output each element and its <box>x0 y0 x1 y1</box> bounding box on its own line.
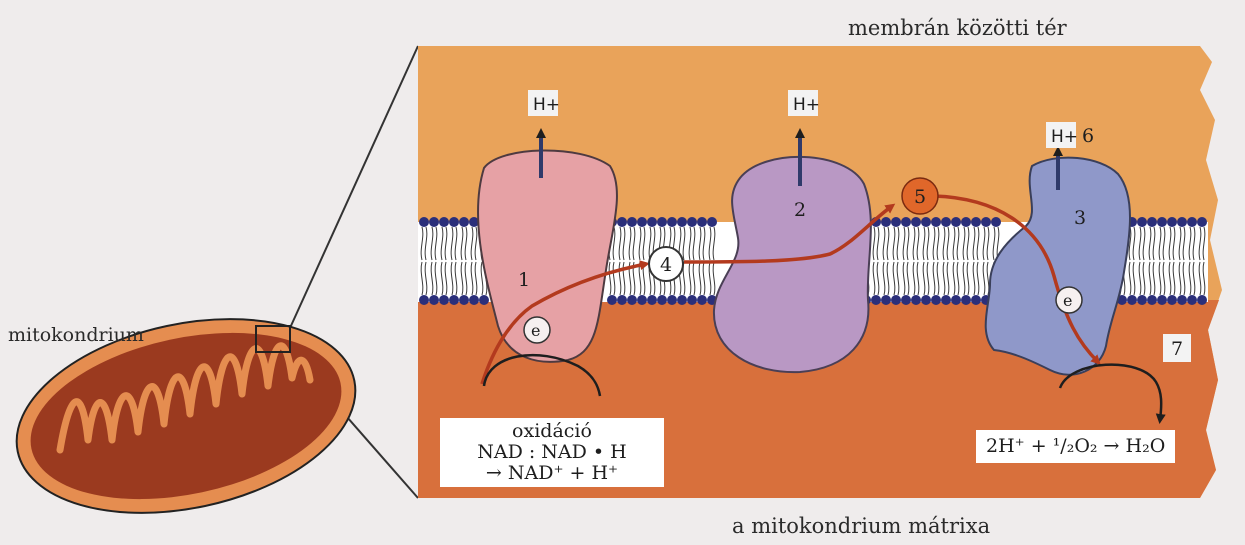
lipid-head <box>1197 295 1207 305</box>
lipid-head <box>1177 217 1187 227</box>
lipid-head <box>627 295 637 305</box>
proton-label-3: H+ <box>1051 127 1078 147</box>
zoom-line-top <box>290 46 418 328</box>
lipid-head <box>1187 295 1197 305</box>
lipid-head <box>697 217 707 227</box>
oxidation-line-1: NAD : NAD • H <box>448 442 656 463</box>
electron-2-label: e <box>1063 291 1072 310</box>
lipid-head <box>707 217 717 227</box>
lipid-head <box>951 217 961 227</box>
lipid-head <box>1197 217 1207 227</box>
lipid-head <box>429 217 439 227</box>
lipid-head <box>637 295 647 305</box>
proton-label-2: H+ <box>793 95 820 115</box>
lipid-head <box>667 217 677 227</box>
lipid-head <box>891 217 901 227</box>
lipid-head <box>439 295 449 305</box>
lipid-head <box>439 217 449 227</box>
carrier-5-label: 5 <box>914 186 926 208</box>
water-equation-box: 2H⁺ + ¹/₂O₂ → H₂O <box>976 430 1175 463</box>
lipid-head <box>429 295 439 305</box>
matrix-label: a mitokondrium mátrixa <box>732 514 990 538</box>
oxidation-box: oxidáció NAD : NAD • H → NAD⁺ + H⁺ <box>440 418 664 487</box>
lipid-head <box>871 295 881 305</box>
carrier-4-label: 4 <box>660 254 672 276</box>
lipid-head <box>941 217 951 227</box>
lipid-head <box>647 295 657 305</box>
lipid-head <box>901 295 911 305</box>
intermembrane-space-label: membrán közötti tér <box>848 16 1067 40</box>
lipid-head <box>419 295 429 305</box>
lipid-head <box>697 295 707 305</box>
lipid-head <box>891 295 901 305</box>
lipid-head <box>469 295 479 305</box>
lipid-head <box>921 217 931 227</box>
lipid-head <box>961 217 971 227</box>
lipid-head <box>1127 295 1137 305</box>
lipid-head <box>1147 295 1157 305</box>
lipid-head <box>931 295 941 305</box>
lipid-head <box>1167 217 1177 227</box>
lipid-head <box>981 217 991 227</box>
lipid-head <box>911 217 921 227</box>
complex-3-label: 3 <box>1074 207 1086 229</box>
lipid-head <box>617 295 627 305</box>
lipid-head <box>941 295 951 305</box>
complex-2 <box>714 157 871 372</box>
lipid-head <box>677 217 687 227</box>
lipid-head <box>1147 217 1157 227</box>
lipid-head <box>991 217 1001 227</box>
lipid-head <box>1137 295 1147 305</box>
lipid-head <box>1177 295 1187 305</box>
lipid-head <box>677 295 687 305</box>
lipid-head <box>459 217 469 227</box>
oxidation-title: oxidáció <box>448 421 656 442</box>
lipid-head <box>901 217 911 227</box>
lipid-head <box>419 217 429 227</box>
lipid-head <box>911 295 921 305</box>
lipid-head <box>449 217 459 227</box>
mitochondrion-label: mitokondrium <box>8 324 144 346</box>
lipid-head <box>449 295 459 305</box>
lipid-head <box>971 295 981 305</box>
lipid-head <box>617 217 627 227</box>
lipid-head <box>1167 295 1177 305</box>
lipid-head <box>951 295 961 305</box>
complex-1-label: 1 <box>518 269 530 291</box>
complex-2-label: 2 <box>794 199 806 221</box>
lipid-head <box>459 295 469 305</box>
electron-1-label: e <box>531 321 540 340</box>
marker-7-label: 7 <box>1171 338 1183 360</box>
lipid-head <box>627 217 637 227</box>
lipid-head <box>637 217 647 227</box>
lipid-head <box>881 217 891 227</box>
lipid-head <box>961 295 971 305</box>
lipid-head <box>647 217 657 227</box>
lipid-head <box>479 295 489 305</box>
lipid-head <box>1137 217 1147 227</box>
lipid-head <box>657 295 667 305</box>
lipid-head <box>881 295 891 305</box>
lipid-head <box>1157 217 1167 227</box>
lipid-head <box>687 295 697 305</box>
lipid-head <box>971 217 981 227</box>
oxidation-line-2: → NAD⁺ + H⁺ <box>448 463 656 484</box>
lipid-head <box>667 295 677 305</box>
proton-label-1: H+ <box>533 95 560 115</box>
lipid-head <box>921 295 931 305</box>
lipid-head <box>1187 217 1197 227</box>
lipid-head <box>687 217 697 227</box>
lipid-head <box>1157 295 1167 305</box>
marker-6-label: 6 <box>1082 125 1094 147</box>
lipid-head <box>607 295 617 305</box>
lipid-head <box>657 217 667 227</box>
lipid-head <box>931 217 941 227</box>
